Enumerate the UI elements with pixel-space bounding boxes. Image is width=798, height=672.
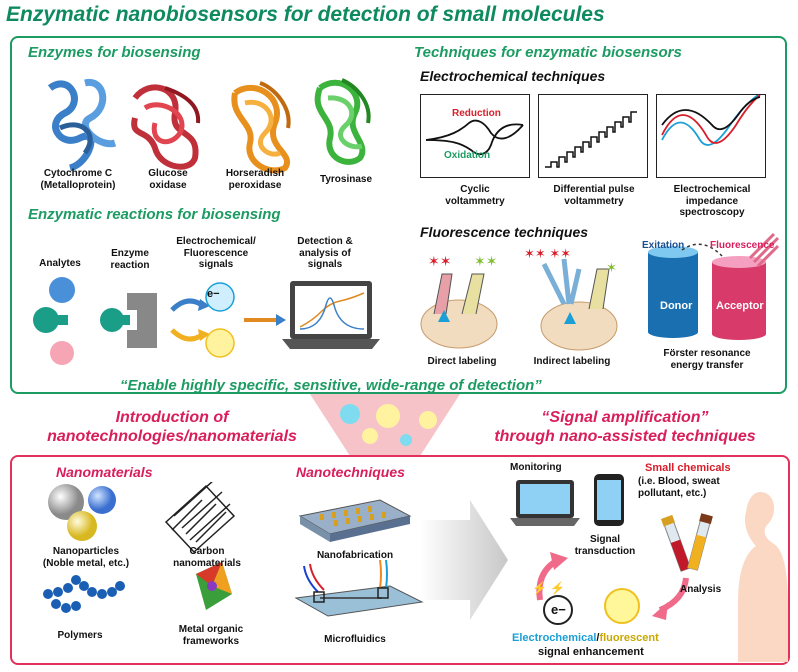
svg-text:✶✶: ✶✶ xyxy=(474,253,497,269)
reaction-flow xyxy=(33,277,380,365)
enzyme-shape xyxy=(127,293,157,348)
carbon-nanotube xyxy=(164,482,236,554)
step-label: Analytes xyxy=(39,258,81,269)
signal-amplification-heading: “Signal amplification” through nano-assi… xyxy=(494,409,756,446)
technique-label: Electrochemical impedance spectroscopy xyxy=(673,184,751,218)
electron-circle xyxy=(205,282,235,312)
analysis-label: Analysis xyxy=(680,584,722,595)
technique-label: Direct labeling xyxy=(427,356,497,367)
fluorescence-heading: Fluorescence techniques xyxy=(420,224,589,240)
labeling-illustrations: ✶✶ ✶✶ ✶✶ ✶✶ ✶ xyxy=(420,246,618,351)
fluorescent-glow xyxy=(604,588,640,624)
tyrosinase-structure xyxy=(314,78,371,165)
analyte-pink xyxy=(50,341,74,365)
cytochrome-c-structure xyxy=(47,79,117,172)
signal-enhancement-title: Electrochemical/fluorescent xyxy=(512,632,659,644)
acceptor-label: Acceptor xyxy=(716,300,764,312)
electrochemical-heading: Electrochemical techniques xyxy=(420,68,606,84)
electron-symbol: e− xyxy=(551,602,566,617)
analyte-teal xyxy=(33,307,59,333)
blue-nanoparticle xyxy=(88,486,116,514)
signal-enhancement-suffix: signal enhancement xyxy=(538,646,644,658)
oxidation-label: Oxidation xyxy=(444,150,491,161)
electron-circle xyxy=(543,595,573,625)
nanotechniques-drawings xyxy=(294,499,424,617)
step-label: Electrochemical/ Fluorescence signals xyxy=(176,236,256,270)
slash: / xyxy=(596,632,600,644)
bound-analyte xyxy=(100,308,124,332)
nanomaterials-heading: Nanomaterials xyxy=(56,464,153,480)
excitation-label: Exitation xyxy=(642,240,685,251)
blood-tubes xyxy=(660,513,713,572)
electrochemical-word: Electrochemical xyxy=(512,632,597,644)
mof-structure xyxy=(196,562,232,610)
direct-labeling-drawing: ✶✶ ✶✶ xyxy=(420,253,498,349)
gold-nanoparticle xyxy=(67,511,97,541)
differential-pulse-graph xyxy=(538,94,648,178)
enzymatic-biosensing-panel xyxy=(10,36,787,394)
human-silhouette xyxy=(738,492,788,662)
nanotechnique-label: Microfluidics xyxy=(324,634,386,645)
electron-symbol: e− xyxy=(207,288,220,300)
page-title: Enzymatic nanobiosensors for detection o… xyxy=(6,3,605,26)
step-label: Enzyme reaction xyxy=(110,248,150,271)
analyte-blue xyxy=(49,277,75,303)
technique-label: Differential pulse voltammetry xyxy=(553,184,635,207)
enzyme-label: Horseradish peroxidase xyxy=(225,168,285,191)
enzymes-heading: Enzymes for biosensing xyxy=(28,44,201,61)
enzyme-label: Glucose oxidase xyxy=(148,168,188,191)
technique-label: Cyclic voltammetry xyxy=(445,184,505,207)
nanofabrication-chip xyxy=(298,499,412,542)
silver-nanoparticle xyxy=(48,484,84,520)
reactions-heading: Enzymatic reactions for biosensing xyxy=(28,206,281,223)
indirect-labeling-drawing: ✶✶ ✶✶ ✶ xyxy=(524,246,618,351)
signal-cycle: ⚡ ⚡ xyxy=(532,552,689,625)
monitoring-devices xyxy=(510,474,624,526)
step-label: Detection & analysis of signals xyxy=(297,236,353,270)
nanomaterial-label: Nanoparticles (Noble metal, etc.) xyxy=(42,546,130,569)
small-chemicals-label: Small chemicals xyxy=(645,462,731,474)
monitoring-label: Monitoring xyxy=(510,462,562,473)
donor-label: Donor xyxy=(660,300,693,312)
enzyme-label: Cytochrome C (Metalloprotein) xyxy=(40,168,116,191)
fluorescence-label: Fluorescence xyxy=(710,240,775,251)
nanotechnique-label: Nanofabrication xyxy=(316,550,394,561)
nanomaterial-label: Polymers xyxy=(57,630,103,641)
enzyme-label: Tyrosinase xyxy=(319,174,373,185)
small-chemicals-detail: (i.e. Blood, sweat pollutant, etc.) xyxy=(638,476,720,499)
nanotechniques-heading: Nanotechniques xyxy=(296,464,405,480)
nanotechnology-panel xyxy=(10,455,790,665)
technique-label: Förster resonance energy transfer xyxy=(663,348,751,371)
svg-text:⚡ ⚡: ⚡ ⚡ xyxy=(532,581,565,595)
cyclic-voltammetry-graph xyxy=(420,94,530,178)
polymer-chain xyxy=(43,575,125,613)
detection-quote: “Enable highly specific, sensitive, wide… xyxy=(120,377,542,394)
svg-text:✶✶: ✶✶ xyxy=(428,253,451,269)
glucose-oxidase-structure xyxy=(131,84,201,170)
nano-funnel xyxy=(310,394,460,456)
fret-illustration xyxy=(648,232,780,340)
fluorescent-word: fluorescent xyxy=(599,632,659,644)
horseradish-peroxidase-structure xyxy=(231,81,291,174)
nanomaterial-label: Metal organic frameworks xyxy=(178,624,244,647)
svg-text:✶: ✶ xyxy=(606,260,617,275)
reduction-label: Reduction xyxy=(452,108,501,119)
techniques-heading: Techniques for enzymatic biosensors xyxy=(414,44,682,61)
impedance-spectroscopy-graph xyxy=(656,94,766,178)
signal-transduction-label: Signal transduction xyxy=(574,534,636,557)
svg-text:✶✶ ✶✶: ✶✶ ✶✶ xyxy=(524,246,571,261)
nanomaterial-label: Carbon nanomaterials xyxy=(173,546,241,569)
amplification-arrow xyxy=(420,500,508,620)
enzyme-structures xyxy=(47,78,371,174)
microfluidics-chip xyxy=(294,559,424,617)
nanomaterials-drawings xyxy=(43,482,236,613)
fluorescence-glow xyxy=(205,328,235,358)
laptop-base xyxy=(282,339,380,349)
nanotech-intro-heading: Introduction of nanotechnologies/nanomat… xyxy=(47,409,297,446)
technique-label: Indirect labeling xyxy=(533,356,611,367)
